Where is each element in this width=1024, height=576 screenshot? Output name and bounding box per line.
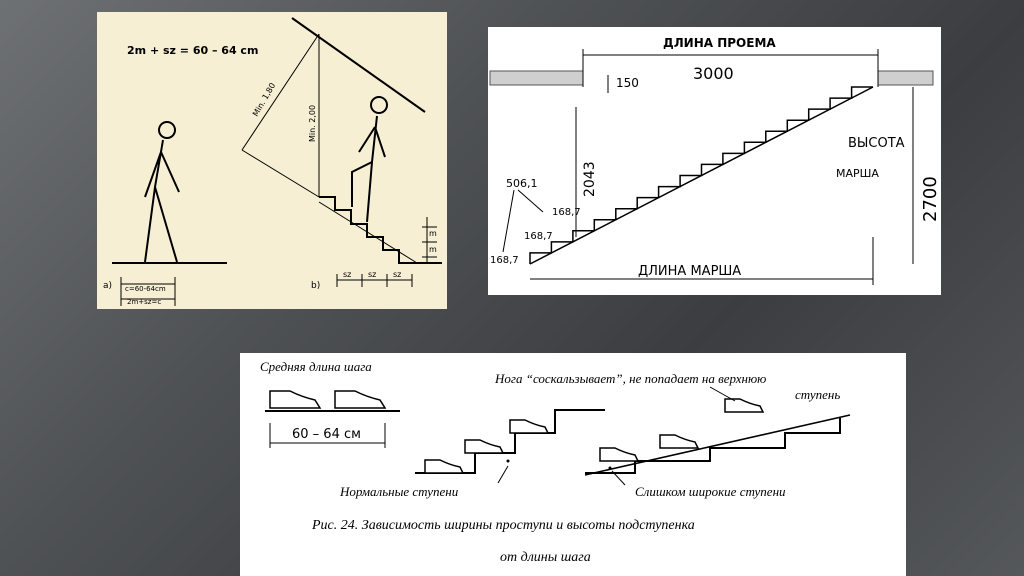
height-label-1: ВЫСОТА [848, 136, 905, 151]
caption-line-1: Рис. 24. Зависимость ширины проступи и в… [311, 518, 695, 533]
tread-dimensions [336, 274, 413, 287]
left-slab [489, 70, 584, 86]
dim-506: 506,1 [506, 177, 538, 190]
stride-dimension [120, 277, 176, 306]
dim-150: 150 [616, 76, 639, 90]
shoe-icon [424, 419, 550, 474]
height-value: 2700 [920, 176, 941, 222]
m-text-2: m [429, 245, 437, 254]
formula-text: 2m + sz = 60 – 64 cm [127, 44, 258, 57]
right-slab [877, 70, 934, 86]
normal-stairs [415, 409, 605, 474]
shoe-icon [599, 398, 765, 462]
step-formula-drawing: 2m + sz = 60 – 64 cm a) c=60-64cm 2m+sz=… [103, 17, 442, 306]
flight-length-label: ДЛИНА МАРША [638, 264, 741, 279]
stringer-line [529, 86, 874, 265]
stair-profile [319, 196, 442, 264]
dim-sum-text: 2m+sz=c [127, 298, 161, 306]
label-a: a) [103, 281, 112, 291]
opening-value: 3000 [693, 64, 734, 83]
min180-text: Min. 1,80 [251, 81, 277, 118]
shoe-icon [269, 390, 387, 409]
step-range: 60 – 64 см [292, 427, 361, 442]
dim-1687-c: 168,7 [490, 255, 519, 266]
min200-text: Min. 2,00 [308, 105, 317, 142]
label-b: b) [311, 281, 320, 291]
caption-line-2: от длины шага [500, 550, 591, 565]
dim-c-text: c=60-64cm [125, 285, 166, 293]
wide-steps-label: Слишком широкие ступени [635, 484, 786, 499]
stair-dimensions-drawing: ДЛИНА ПРОЕМА 3000 150 2043 506,1 168,7 1… [489, 36, 941, 285]
min180-dimension [241, 33, 320, 151]
sz-text-1: sz [343, 270, 351, 279]
headroom-line [291, 17, 426, 113]
wide-stairs [585, 418, 841, 474]
stair-slope [318, 201, 418, 264]
slope-line [241, 149, 320, 198]
dim-1687-b: 168,7 [524, 231, 553, 242]
riser-dimensions [422, 217, 437, 263]
step-length-drawing: Средняя длина шага 60 – 64 см Нормальные… [260, 359, 851, 565]
height-label-2: МАРША [836, 167, 879, 180]
sz-text-3: sz [393, 270, 401, 279]
m-text-1: m [429, 229, 437, 238]
normal-steps-label: Нормальные ступени [339, 484, 459, 499]
opening-length-label: ДЛИНА ПРОЕМА [663, 36, 776, 50]
step-formula-diagram: 2m + sz = 60 – 64 cm a) c=60-64cm 2m+sz=… [97, 12, 447, 309]
avg-step-label: Средняя длина шага [260, 359, 372, 374]
dim-2043: 2043 [582, 161, 598, 197]
stair-dimensions-diagram: ДЛИНА ПРОЕМА 3000 150 2043 506,1 168,7 1… [488, 27, 941, 295]
dim-1687-a: 168,7 [552, 207, 581, 218]
slip-line-2: ступень [795, 387, 840, 402]
climbing-figure [351, 96, 388, 223]
step-length-figure: Средняя длина шага 60 – 64 см Нормальные… [240, 353, 906, 576]
wide-stringer [584, 414, 851, 476]
slip-line-1: Нога “соскальзывает”, не попадает на вер… [494, 371, 766, 386]
walking-figure [144, 121, 180, 263]
sz-text-2: sz [368, 270, 376, 279]
